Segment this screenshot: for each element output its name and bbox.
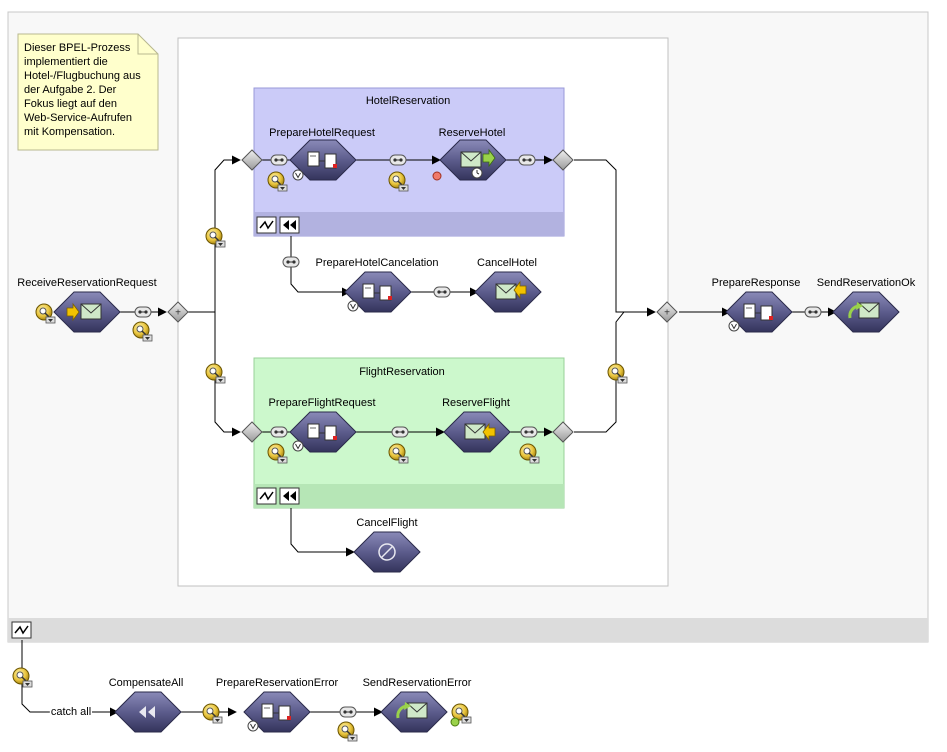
compensate-icon[interactable] — [114, 691, 182, 733]
link-icon[interactable] — [804, 306, 822, 318]
hotel-scope-title: HotelReservation — [365, 95, 451, 107]
link-icon[interactable] — [339, 706, 357, 718]
catch-all-label: catch all — [49, 706, 93, 718]
link-icon[interactable] — [270, 426, 288, 438]
flow-start-gateway[interactable]: + — [167, 301, 189, 323]
reply-icon[interactable] — [832, 291, 900, 333]
cancel-hotel-label: CancelHotel — [477, 257, 537, 269]
send-ok-label: SendReservationOk — [816, 277, 916, 289]
link-icon[interactable] — [134, 306, 152, 318]
process-handler-bar — [8, 618, 928, 642]
variable-icon[interactable] — [12, 667, 33, 688]
breakpoint-marker — [432, 171, 442, 181]
send-error-label: SendReservationError — [362, 677, 472, 689]
process-note[interactable]: Dieser BPEL-Prozess implementiert die Ho… — [24, 42, 141, 138]
compensation-handler-icon[interactable] — [279, 216, 300, 234]
flow-end-gateway[interactable]: + — [656, 301, 678, 323]
variable-icon[interactable] — [450, 703, 472, 727]
note-box — [17, 33, 159, 151]
link-icon[interactable] — [389, 154, 407, 166]
reserve-flight-label: ReserveFlight — [442, 397, 510, 409]
fault-handler-icon[interactable] — [256, 216, 277, 234]
receive-label: ReceiveReservationRequest — [17, 277, 157, 289]
validate-icon — [347, 300, 359, 312]
variable-icon[interactable] — [202, 703, 223, 724]
link-icon[interactable] — [391, 426, 409, 438]
flight-scope-handler-bar — [254, 484, 564, 508]
prepare-error-label: PrepareReservationError — [215, 677, 339, 689]
flight-scope-title: FlightReservation — [359, 366, 445, 378]
validate-icon — [247, 720, 259, 732]
prepare-hotel-request-label: PrepareHotelRequest — [269, 127, 375, 139]
receive-icon[interactable] — [53, 291, 121, 333]
validate-icon — [292, 169, 304, 181]
link-icon[interactable] — [433, 286, 451, 298]
invoke-icon[interactable] — [439, 139, 507, 181]
empty-icon[interactable] — [353, 531, 421, 573]
invoke-icon[interactable] — [443, 411, 511, 453]
svg-text:+: + — [664, 308, 670, 319]
compensate-all-label: CompensateAll — [108, 677, 184, 689]
variable-icon[interactable] — [337, 721, 358, 742]
link-icon[interactable] — [518, 154, 536, 166]
reply-icon[interactable] — [380, 691, 448, 733]
prepare-flight-request-label: PrepareFlightRequest — [268, 397, 376, 409]
validate-icon — [292, 440, 304, 452]
hotel-scope-handler-bar — [254, 212, 564, 236]
fault-handler-icon[interactable] — [256, 487, 277, 505]
reserve-hotel-label: ReserveHotel — [438, 127, 506, 139]
compensation-handler-icon[interactable] — [279, 487, 300, 505]
link-icon[interactable] — [270, 154, 288, 166]
prepare-response-label: PrepareResponse — [711, 277, 801, 289]
svg-text:+: + — [175, 308, 181, 319]
link-icon[interactable] — [282, 256, 300, 268]
cancel-flight-label: CancelFlight — [356, 517, 418, 529]
link-icon[interactable] — [520, 426, 538, 438]
prepare-hotel-cancelation-label: PrepareHotelCancelation — [315, 257, 439, 269]
fault-handler-icon[interactable] — [11, 621, 32, 639]
validate-icon — [728, 320, 740, 332]
invoke-icon[interactable] — [474, 271, 542, 313]
